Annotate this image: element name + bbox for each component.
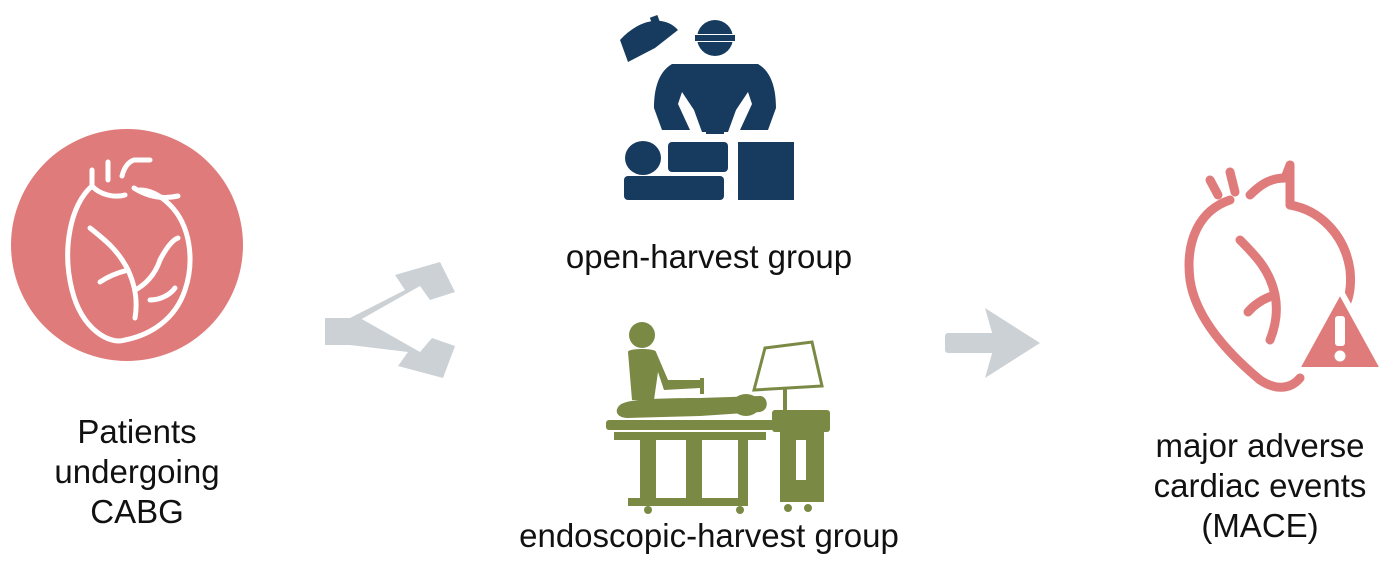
patients-line-1: Patients (77, 413, 197, 450)
endoscopic-harvest-label: endoscopic-harvest group (519, 517, 899, 554)
patients-line-2: undergoing (54, 453, 220, 490)
patients-label: Patients undergoing CABG (27, 412, 247, 532)
open-harvest-label: open-harvest group (565, 238, 853, 275)
patients-line-3: CABG (90, 493, 184, 530)
mace-label: major adverse cardiac events (MACE) (1130, 426, 1390, 546)
mace-line-2: cardiac events (1153, 467, 1367, 504)
mace-line-3: (MACE) (1201, 507, 1319, 544)
mace-line-1: major adverse (1155, 427, 1365, 464)
